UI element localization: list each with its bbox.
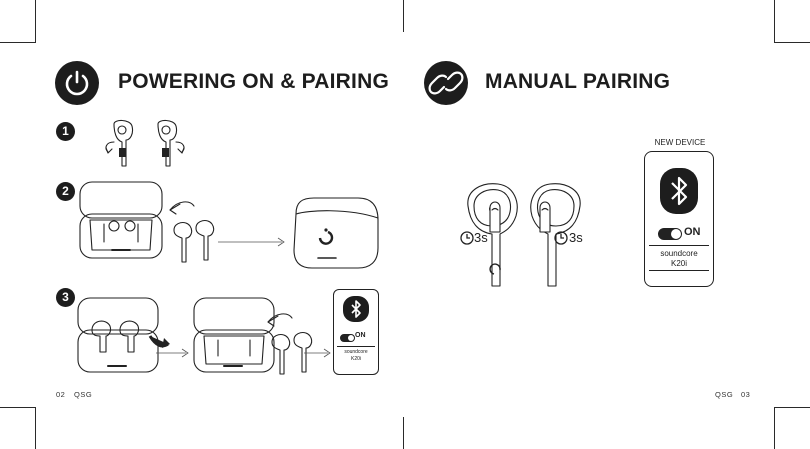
phone-small-switch-label: ON [355,332,366,339]
link-icon [424,61,468,105]
page-title-manual-pairing: MANUAL PAIRING [485,70,671,93]
crop-mark-bottom-center [403,417,404,449]
phone-small-device-name: soundcore [344,349,368,355]
crop-mark-bottom-right [774,407,810,408]
toggle-icon [340,334,355,342]
hold-time-left: 3s [474,230,488,245]
step3-open-case-illustration [193,297,275,373]
step2-closed-case-illustration [293,197,379,269]
toggle-icon [658,228,682,240]
footer-right-label: QSG [715,390,734,399]
footer-left-label: QSG [74,390,93,399]
phone-small-device-model: K20i [350,356,361,362]
crop-mark-bottom-left-vertical [35,407,36,449]
crop-mark-top-right [774,42,810,43]
step2-earbuds-illustration [169,201,215,263]
crop-mark-top-left-vertical [35,0,36,42]
timer-icon-left [460,231,474,245]
page-title-powering-on: POWERING ON & PAIRING [118,70,389,93]
phone-large-divider-bottom [649,270,709,271]
step2-open-case-illustration [79,181,163,259]
phone-large-divider [649,245,709,246]
phone-small: ON soundcore K20i [333,289,379,375]
step-number-1: 1 [56,122,75,141]
step-number-2: 2 [56,182,75,201]
step3-arrow-right-1 [156,348,189,358]
step3-arrow-right-2 [304,348,331,358]
footer-left-page-number: 02 [56,390,66,399]
phone-large-switch-label: ON [684,226,701,238]
crop-mark-bottom-right-vertical [774,407,775,449]
phone-large-device-name: soundcore [660,249,698,258]
phone-large: ON soundcore K20i [644,151,714,287]
bluetooth-icon [343,296,369,322]
step3-curved-arrow [148,335,170,348]
new-device-label: NEW DEVICE [654,138,706,147]
crop-mark-top-center [403,0,404,32]
step3-earbuds-illustration [267,313,313,375]
timer-icon-right [554,231,568,245]
manual-pairing-right-finger-icon [539,201,551,233]
hold-time-right: 3s [569,230,583,245]
crop-mark-bottom-left [0,407,36,408]
phone-large-device-model: K20i [670,259,687,268]
step3-case-with-earbuds-illustration [77,297,159,373]
step-number-3: 3 [56,288,75,307]
power-icon [55,61,99,105]
manual-pairing-left-finger-icon [489,201,501,233]
bluetooth-icon [660,168,698,214]
step1-earbuds-removed-illustration [105,119,185,167]
step2-arrow-right [218,237,285,247]
footer-right-page-number: 03 [741,390,751,399]
crop-mark-top-left [0,42,36,43]
crop-mark-top-right-vertical [774,0,775,42]
phone-small-divider [337,346,375,347]
